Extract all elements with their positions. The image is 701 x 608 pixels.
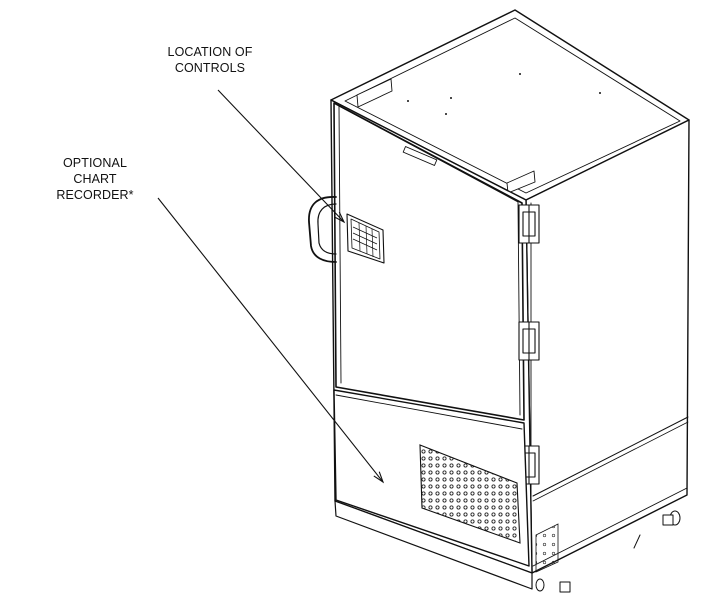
top-badge-right	[506, 170, 536, 194]
leader-controls-arrowhead	[334, 211, 346, 224]
label-line: LOCATION OF	[167, 45, 253, 59]
leader-controls	[217, 89, 345, 223]
freezer-door	[333, 102, 525, 421]
cabinet-top-inner	[344, 17, 681, 194]
label-line: OPTIONAL	[62, 156, 127, 170]
controls-grid	[352, 222, 378, 258]
label-location-of-controls: LOCATION OF CONTROLS	[150, 44, 270, 76]
leader-chart-recorder	[157, 197, 384, 483]
side-grill	[535, 523, 559, 573]
leader-chart-recorder-arrowhead	[373, 471, 385, 484]
label-line: RECORDER*	[56, 188, 134, 202]
label-line: CHART	[73, 172, 117, 186]
label-optional-chart-recorder: OPTIONAL CHART RECORDER*	[40, 155, 150, 203]
label-line: CONTROLS	[174, 61, 246, 75]
hinge-top	[518, 204, 540, 244]
top-control-panel	[356, 78, 393, 108]
ventilation-grill	[419, 444, 521, 544]
hinge-middle	[518, 321, 540, 361]
brand-plate	[402, 146, 438, 166]
casters	[535, 510, 681, 593]
cabinet-side	[525, 119, 690, 574]
